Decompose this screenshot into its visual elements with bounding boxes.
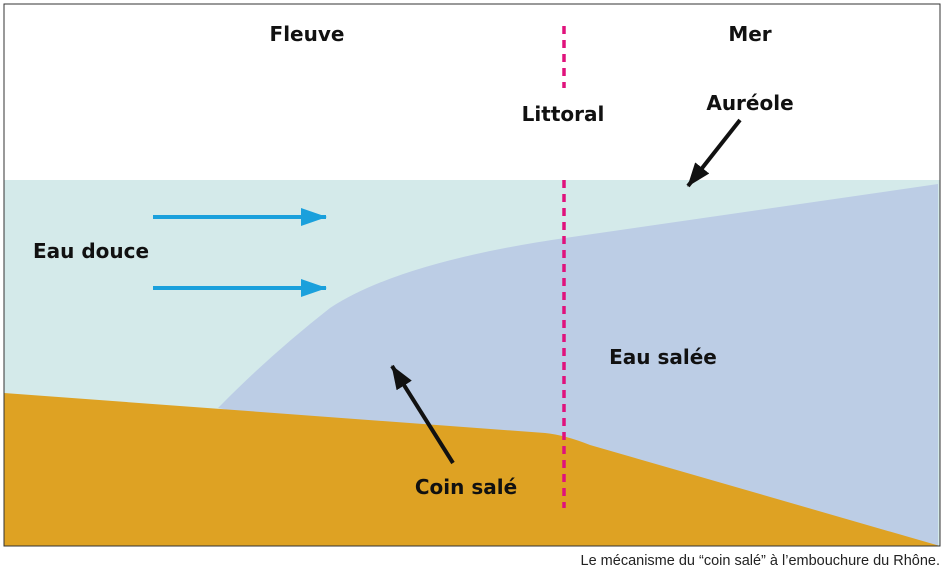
label-fleuve: Fleuve xyxy=(270,22,345,46)
label-aureole: Auréole xyxy=(706,91,793,115)
label-coin-sale: Coin salé xyxy=(415,475,517,499)
salt-water-layer xyxy=(218,184,938,546)
frame-border xyxy=(3,3,941,547)
label-eau-salee: Eau salée xyxy=(609,345,717,369)
sediment-bed xyxy=(4,393,940,546)
aureole-pointer-arrow-icon xyxy=(686,118,742,188)
label-littoral: Littoral xyxy=(522,102,605,126)
label-mer: Mer xyxy=(728,22,771,46)
figure-caption: Le mécanisme du “coin salé” à l’embouchu… xyxy=(580,553,940,569)
label-eau-douce: Eau douce xyxy=(33,239,149,263)
coin-sale-pointer-arrow-icon xyxy=(390,364,455,465)
